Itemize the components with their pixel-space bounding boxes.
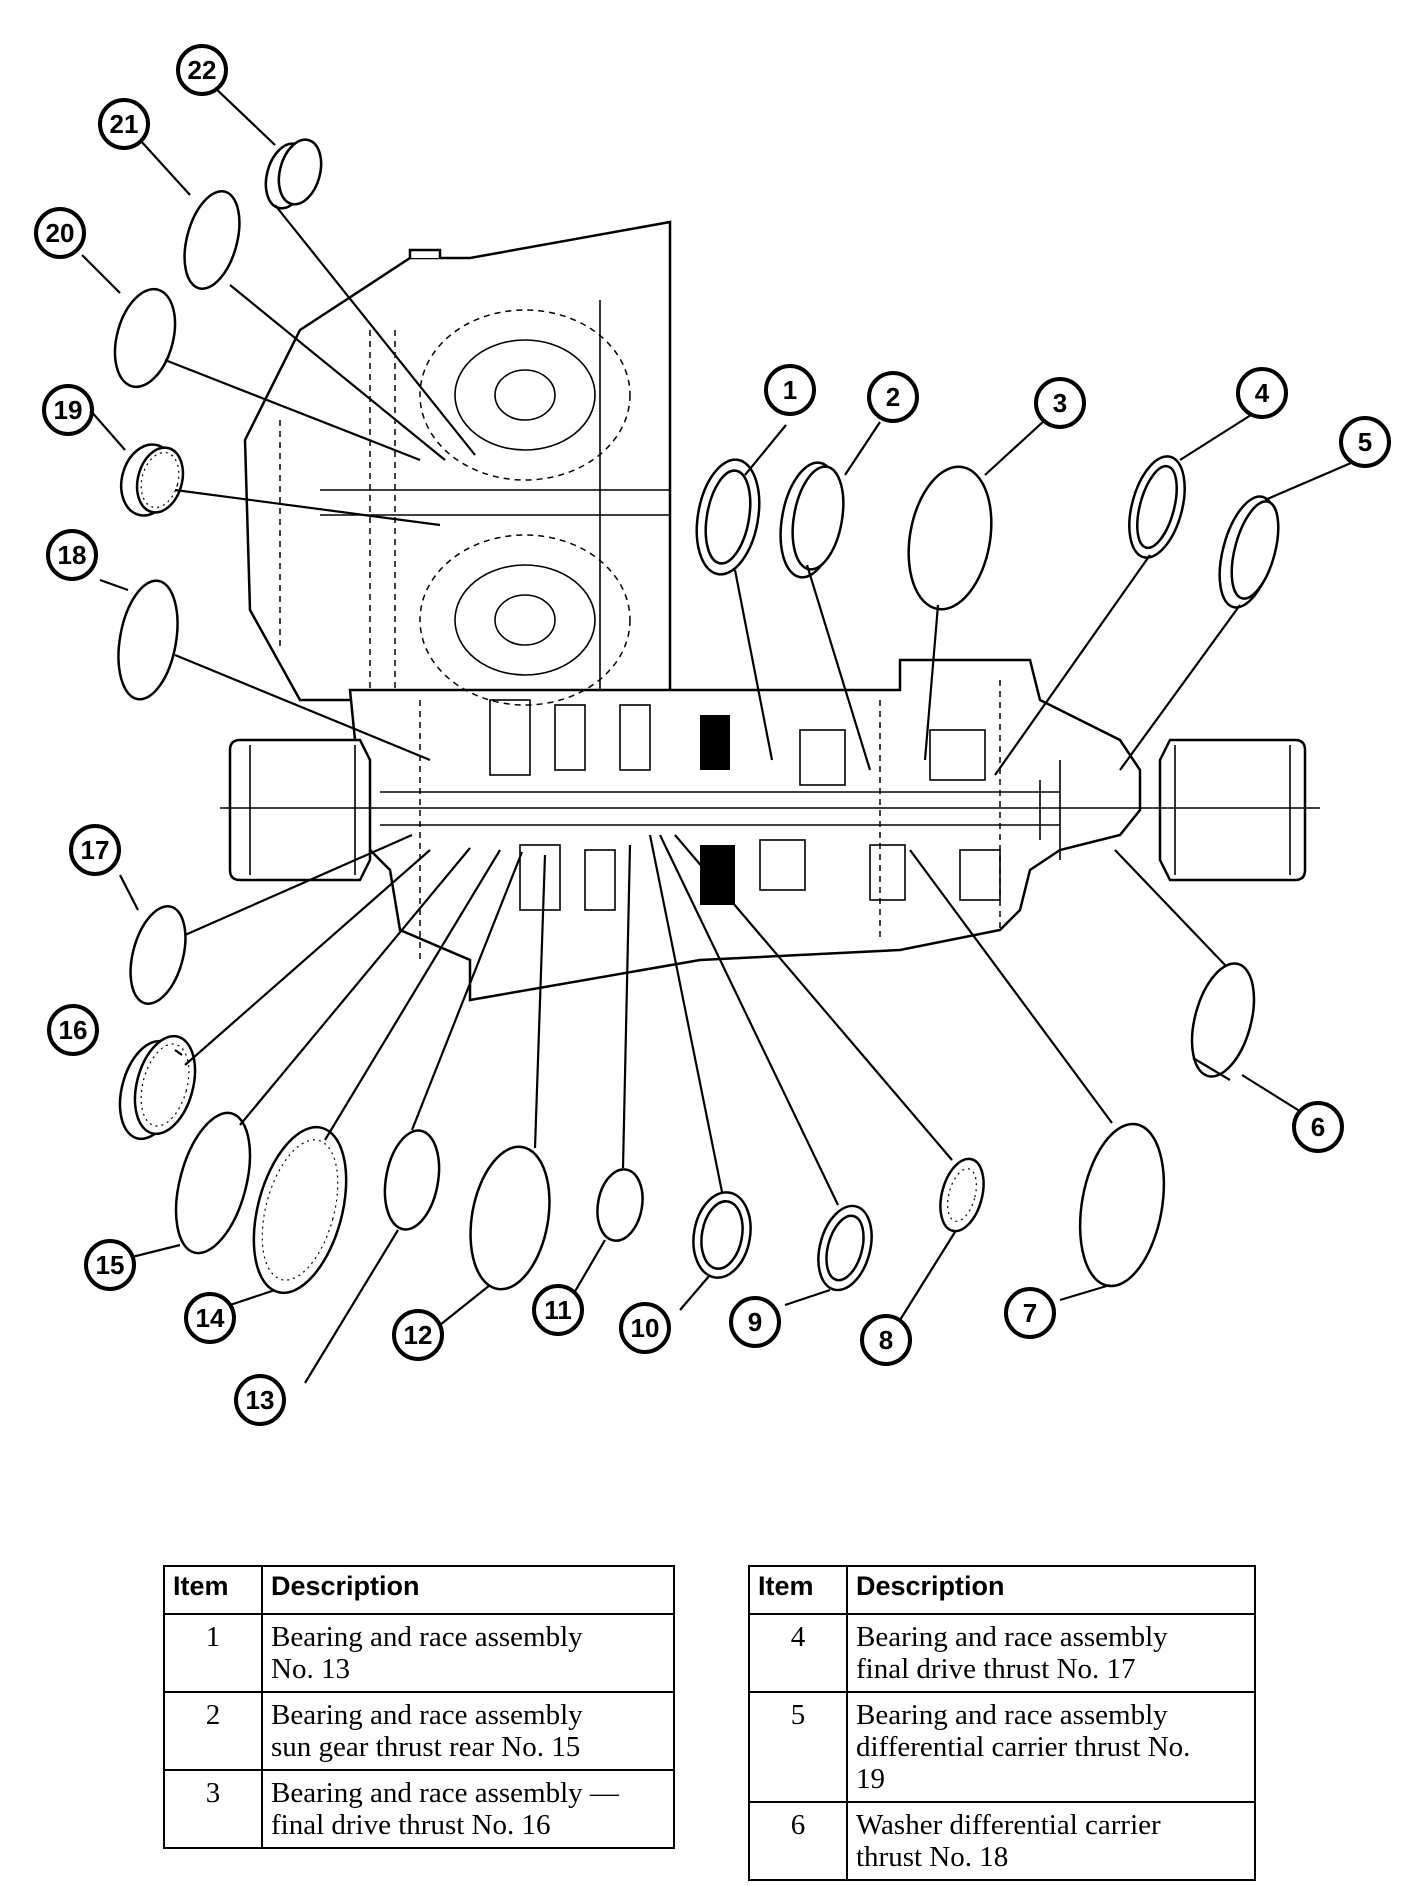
table-header-row: Item Description [163,1565,675,1615]
callout-11: 11 [532,1284,584,1336]
part-18 [117,579,179,701]
svg-text:3: 3 [1053,388,1067,418]
svg-text:2: 2 [886,382,900,412]
part-14 [252,1125,348,1295]
part-13 [383,1129,441,1231]
svg-text:5: 5 [1358,427,1372,457]
part-5 [1218,495,1280,609]
callout-22: 22 [176,44,228,96]
callout-14: 14 [184,1292,236,1344]
part-22 [264,138,323,210]
callout-21: 21 [98,98,150,150]
exploded-parts [113,138,1280,1295]
part-8 [939,1157,985,1233]
callouts: 22 21 20 19 18 17 16 15 14 13 12 11 10 9… [34,44,1391,1426]
svg-text:8: 8 [879,1325,893,1355]
item-number: 6 [748,1801,848,1881]
part-3 [907,465,993,611]
legend-table-right: Item Description 4 Bearing and race asse… [748,1565,1256,1881]
callout-16: 16 [47,1004,99,1056]
part-11 [596,1168,644,1242]
part-2 [779,461,845,579]
table-row: 3 Bearing and race assembly —final drive… [163,1769,675,1849]
part-15 [174,1111,252,1255]
transmission-housing [220,220,1320,1002]
part-1 [695,458,761,576]
svg-text:11: 11 [544,1295,572,1325]
svg-text:9: 9 [748,1307,762,1337]
part-4 [1128,455,1186,559]
leader-lines [81,84,1359,1384]
part-9 [817,1204,873,1292]
svg-text:6: 6 [1311,1112,1325,1142]
svg-text:1: 1 [783,375,797,405]
part-20 [113,287,177,389]
callout-6: 6 [1292,1101,1344,1153]
part-7 [1078,1122,1166,1288]
column-header-item: Item [163,1565,263,1615]
callout-17: 17 [69,824,121,876]
callout-10: 10 [619,1302,671,1354]
callout-13: 13 [234,1374,286,1426]
item-number: 2 [163,1691,263,1771]
svg-text:10: 10 [631,1313,660,1343]
svg-text:4: 4 [1255,378,1270,408]
callout-1: 1 [764,364,816,416]
svg-text:22: 22 [188,55,217,85]
clutch-pack-details [419,680,1061,960]
callout-12: 12 [392,1309,444,1361]
table-header-row: Item Description [748,1565,1256,1615]
callout-18: 18 [46,529,98,581]
callout-7: 7 [1004,1287,1056,1339]
part-21 [183,190,241,290]
callout-4: 4 [1236,367,1288,419]
item-number: 3 [163,1769,263,1849]
svg-text:21: 21 [110,109,139,139]
svg-text:12: 12 [404,1320,433,1350]
callout-20: 20 [34,207,86,259]
callout-15: 15 [84,1239,136,1291]
part-16 [118,1034,197,1141]
part-12 [469,1145,551,1291]
svg-text:17: 17 [81,835,110,865]
svg-text:16: 16 [59,1015,88,1045]
callout-2: 2 [867,371,919,423]
part-10 [692,1191,752,1279]
svg-text:18: 18 [58,540,87,570]
svg-text:13: 13 [246,1385,275,1415]
item-description: Bearing and race assembly —final drive t… [261,1769,675,1849]
legend-table-left: Item Description 1 Bearing and race asse… [163,1565,675,1849]
item-number: 4 [748,1613,848,1693]
svg-text:7: 7 [1023,1298,1037,1328]
column-header-description: Description [261,1565,675,1615]
callout-9: 9 [729,1296,781,1348]
item-number: 1 [163,1613,263,1693]
callout-8: 8 [860,1314,912,1366]
part-17 [129,905,187,1005]
svg-text:14: 14 [196,1303,225,1333]
callout-5: 5 [1339,416,1391,468]
part-19 [119,443,185,517]
svg-text:15: 15 [96,1250,125,1280]
part-6 [1190,962,1256,1078]
column-header-description: Description [846,1565,1256,1615]
callout-3: 3 [1034,377,1086,429]
svg-text:19: 19 [54,395,83,425]
item-number: 5 [748,1691,848,1803]
svg-text:20: 20 [46,218,75,248]
callout-19: 19 [42,384,94,436]
column-header-item: Item [748,1565,848,1615]
